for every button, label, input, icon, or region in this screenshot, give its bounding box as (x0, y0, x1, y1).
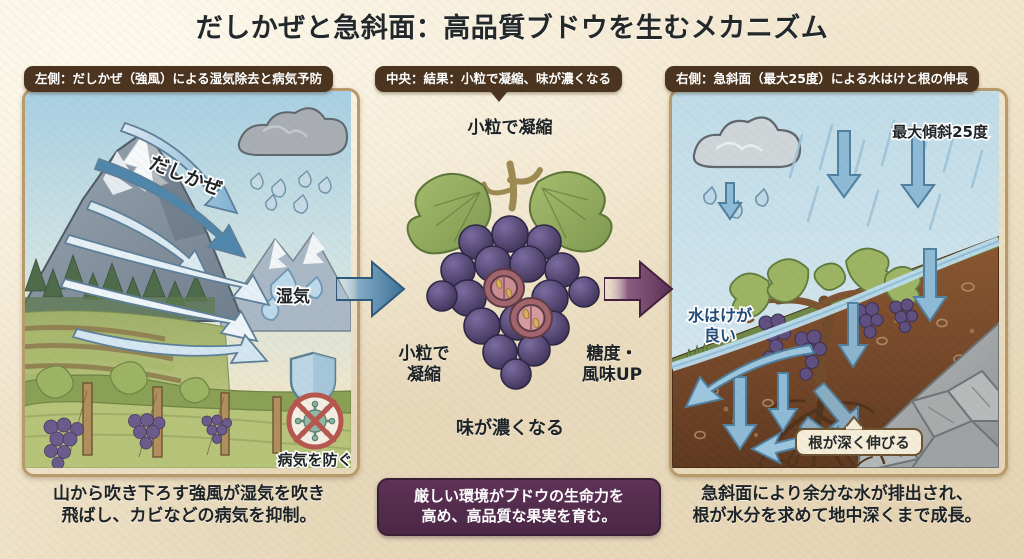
left-panel-header-pill: 左側：だしかぜ（強風）による湿気除去と病気予防 (24, 66, 334, 92)
wind-arrow-icon (59, 121, 271, 364)
center-label-left: 小粒で凝縮 (398, 344, 450, 386)
left-scene: だしかぜ 湿気 (25, 91, 351, 468)
water-drop-icon (261, 267, 323, 321)
rain-arrow-icon (717, 130, 936, 221)
right-panel-header-pill: 右側：急斜面（最大25度）による水はけと根の伸長 (665, 66, 980, 92)
drainage-label-1: 水はけが (688, 306, 752, 325)
left-caption: 山から吹き下ろす強風が湿気を吹き飛ばし、カビなどの病気を抑制。 (53, 484, 325, 526)
center-header-text: 中央：結果：小粒で凝縮、味が濃くなる (386, 71, 612, 86)
humidity-label: 湿気 (276, 286, 310, 307)
disease-label: 病気を防ぐ (277, 451, 351, 468)
cut-grape-icon (483, 268, 553, 339)
page-title: だしかぜと急斜面：高品質ブドウを生むメカニズム (195, 13, 829, 44)
center-banner: 厳しい環境がブドウの生命力を高め、高品質な果実を育む。 (377, 478, 661, 536)
roots-label: 根が深く伸びる (808, 434, 910, 452)
pill-tail-icon (489, 91, 508, 102)
center-label-right: 糖度・風味UP (581, 344, 643, 386)
no-virus-icon (286, 392, 344, 450)
center-grape-scene (398, 150, 626, 420)
center-label-bottom: 味が濃くなる (456, 418, 564, 439)
right-caption: 急斜面により余分な水が排出され、根が水分を求めて地中深くまで成長。 (692, 484, 982, 526)
grape-cluster-icon (43, 413, 232, 468)
flow-arrow-center-to-right (604, 258, 674, 320)
water-drop-icon (250, 169, 332, 214)
roots-callout: 根が深く伸びる (795, 415, 923, 456)
grape-cluster-icon (426, 215, 600, 390)
right-panel: 最大傾斜25度 水はけが 良い 根が深く伸びる (669, 88, 1008, 477)
center-label-top: 小粒で凝縮 (467, 118, 553, 138)
left-panel: だしかぜ 湿気 (22, 88, 360, 477)
slope-label: 最大傾斜25度 (892, 123, 989, 141)
rain-cloud-icon (692, 116, 802, 169)
center-header-pill: 中央：結果：小粒で凝縮、味が濃くなる (375, 66, 623, 102)
right-scene: 最大傾斜25度 水はけが 良い 根が深く伸びる (672, 91, 999, 468)
flow-arrow-left-to-center (336, 258, 406, 320)
rain-cloud-icon (237, 107, 349, 156)
drainage-label-2: 良い (704, 326, 736, 345)
drainage-arrow-icon (722, 248, 948, 451)
